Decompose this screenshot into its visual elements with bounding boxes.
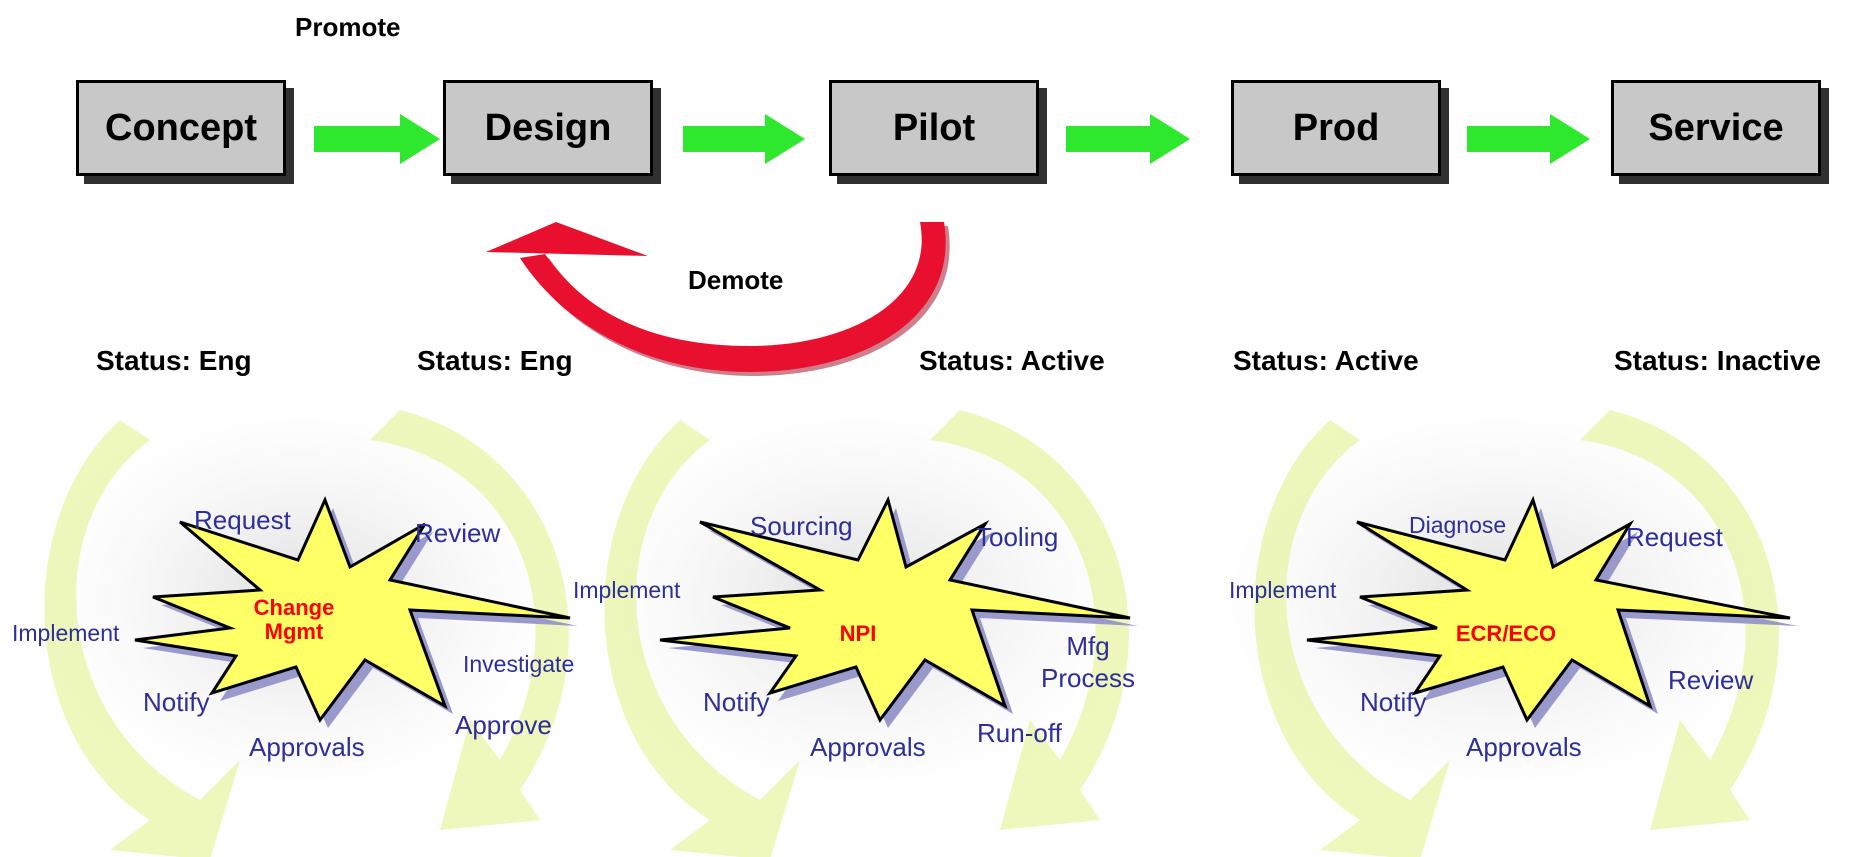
promote-arrow-3 bbox=[1066, 114, 1190, 164]
cycle1-step-approve: Approve bbox=[455, 710, 552, 740]
cycle-arrows-1 bbox=[44, 410, 569, 857]
status-key: Status: bbox=[417, 345, 512, 376]
cycle-center-ecr-eco: ECR/ECO bbox=[1455, 621, 1557, 646]
status-design: Status: Eng bbox=[417, 345, 573, 377]
cycle1-step-request: Request bbox=[194, 505, 291, 535]
status-key: Status: bbox=[1233, 345, 1328, 376]
status-concept: Status: Eng bbox=[96, 345, 252, 377]
cycle2-step-sourcing: Sourcing bbox=[750, 511, 853, 541]
promote-arrow-4 bbox=[1467, 114, 1590, 164]
status-pilot: Status: Active bbox=[919, 345, 1105, 377]
promote-label: Promote bbox=[295, 12, 401, 42]
status-service: Status: Inactive bbox=[1614, 345, 1821, 377]
status-key: Status: bbox=[1614, 345, 1709, 376]
cycle3-step-review: Review bbox=[1668, 665, 1754, 695]
promote-arrow-1 bbox=[314, 114, 440, 164]
cycle-arrows-2 bbox=[604, 410, 1129, 857]
cycle1-step-investigate: Investigate bbox=[463, 651, 575, 677]
status-key: Status: bbox=[919, 345, 1014, 376]
cycle3-step-approvals: Approvals bbox=[1466, 732, 1582, 762]
cycle2-step-implement: Implement bbox=[573, 577, 681, 603]
cycle1-step-notify: Notify bbox=[143, 687, 210, 717]
stage-prod: Prod bbox=[1231, 80, 1441, 176]
cycle3-step-implement: Implement bbox=[1229, 577, 1337, 603]
status-value: Active bbox=[1020, 345, 1105, 376]
status-value: Eng bbox=[519, 345, 573, 376]
promote-arrow-2 bbox=[683, 114, 805, 164]
demote-arrow bbox=[486, 222, 950, 376]
demote-label: Demote bbox=[688, 265, 784, 295]
cycle1-step-review: Review bbox=[415, 518, 501, 548]
cycle2-step-run-off: Run-off bbox=[977, 718, 1062, 748]
status-value: Active bbox=[1334, 345, 1419, 376]
starburst-2 bbox=[659, 495, 1138, 728]
cycle-center-npi: NPI bbox=[839, 621, 877, 646]
cycle1-step-approvals: Approvals bbox=[249, 732, 365, 762]
cycle3-step-notify: Notify bbox=[1360, 687, 1427, 717]
cycle-center-change-mgmt: Change Mgmt bbox=[253, 595, 335, 644]
stage-concept: Concept bbox=[76, 80, 286, 176]
status-prod: Status: Active bbox=[1233, 345, 1419, 377]
cycle2-step-tooling: Tooling bbox=[976, 522, 1059, 552]
starburst-3 bbox=[1306, 495, 1798, 728]
cycle1-step-implement: Implement bbox=[12, 620, 120, 646]
promote-arrows bbox=[314, 114, 1590, 164]
stage-pilot: Pilot bbox=[829, 80, 1039, 176]
cycle3-step-request: Request bbox=[1626, 522, 1723, 552]
status-value: Inactive bbox=[1716, 345, 1821, 376]
cycle2-step-approvals: Approvals bbox=[810, 732, 926, 762]
stage-service: Service bbox=[1611, 80, 1821, 176]
status-key: Status: bbox=[96, 345, 191, 376]
cycle-arrows-3 bbox=[1254, 410, 1779, 857]
status-value: Eng bbox=[198, 345, 252, 376]
cycle3-step-diagnose: Diagnose bbox=[1409, 512, 1507, 538]
stage-design: Design bbox=[443, 80, 653, 176]
cycle2-step-notify: Notify bbox=[703, 687, 770, 717]
starburst-1 bbox=[134, 496, 578, 728]
cycle2-step-mfg-process: Mfg Process bbox=[1041, 631, 1135, 693]
